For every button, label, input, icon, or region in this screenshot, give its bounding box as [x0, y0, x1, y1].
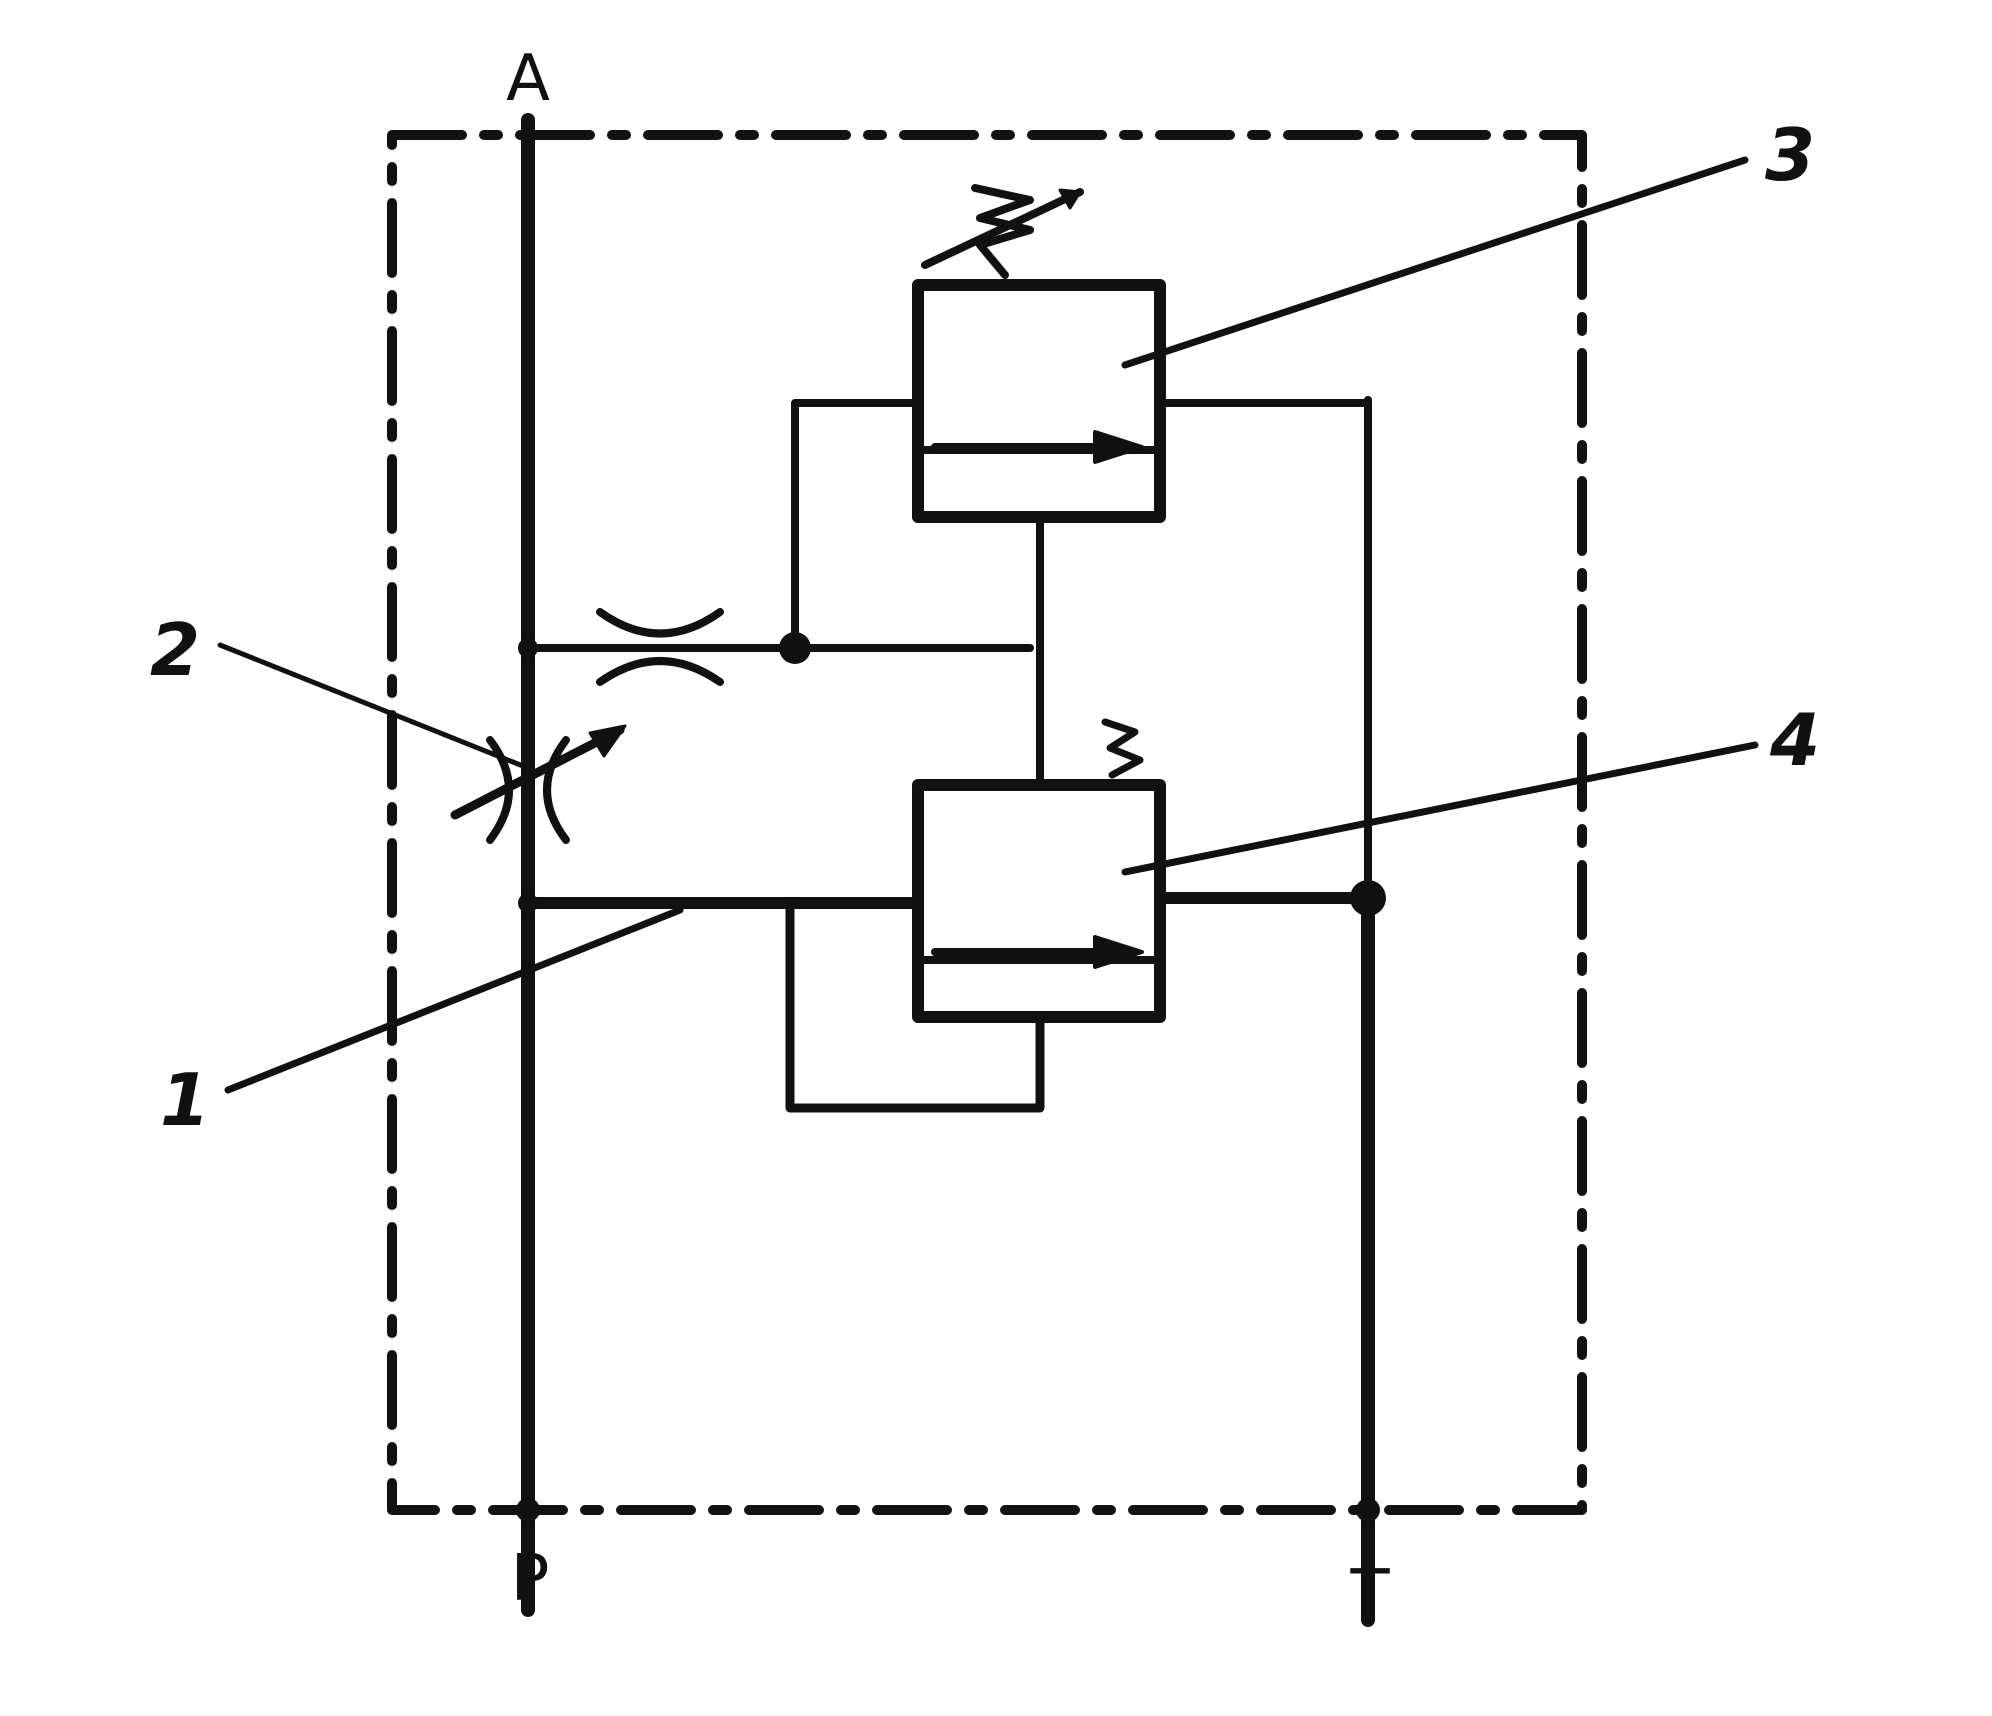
leader-line-4: [1121, 741, 1759, 876]
port-a-label: A: [506, 42, 550, 116]
valve-4-pilot-loop: [785, 898, 1045, 1113]
fixed-orifice-icon: [596, 608, 724, 686]
junction-dot: [516, 1498, 540, 1522]
valve-3-pressure-relief: [912, 279, 1166, 523]
callout-3: 3: [1765, 113, 1815, 197]
junction-dot: [518, 893, 538, 913]
spring-icon: [1101, 718, 1144, 779]
leader-line-3: [1121, 156, 1749, 369]
junction-dot: [518, 638, 538, 658]
junction-dot: [1350, 880, 1386, 916]
pilot-branch-to-valve-3: [791, 399, 922, 652]
adjustable-throttle-icon: [450, 724, 627, 844]
port-p-label: P: [511, 1542, 550, 1616]
component-enclosure-dashed: [387, 130, 1587, 1515]
junction-dot: [1356, 1498, 1380, 1522]
leader-line-2: [217, 642, 531, 771]
callout-1: 1: [160, 1058, 210, 1142]
valve-4-pressure-reducing: [912, 779, 1166, 1023]
adjustable-spring-icon: [921, 184, 1084, 279]
leader-line-1: [224, 906, 684, 1094]
callout-4: 4: [1769, 698, 1820, 782]
junction-dot: [779, 632, 811, 664]
junction-points: [516, 632, 1386, 1522]
callout-2: 2: [150, 608, 200, 692]
port-t-label: T: [1349, 1557, 1390, 1631]
